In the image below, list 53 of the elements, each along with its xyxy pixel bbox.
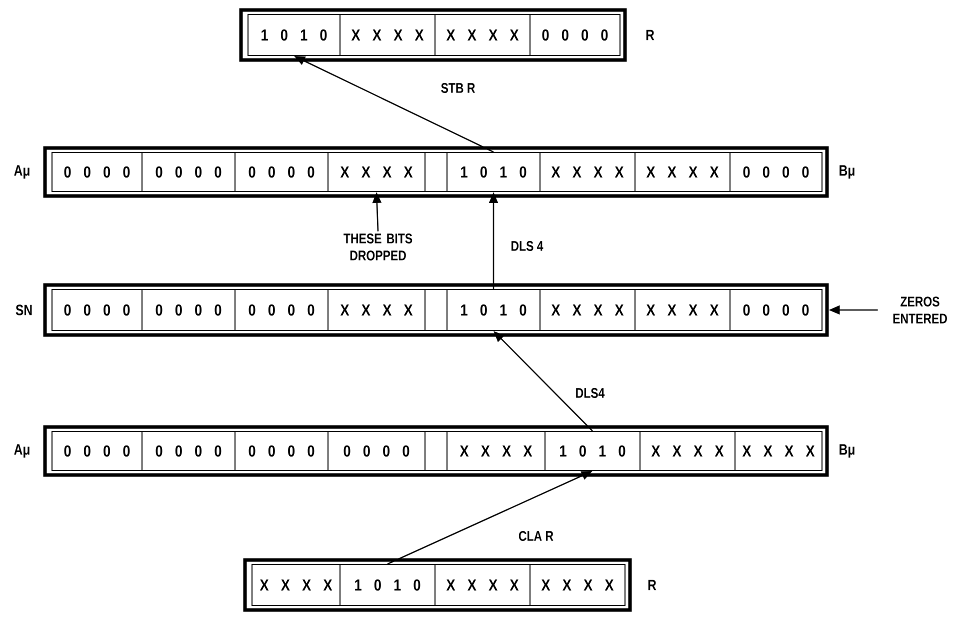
register-cell: X X X X — [540, 152, 636, 192]
register-cell: X X X X — [540, 289, 636, 331]
register-cell: X X X X — [340, 14, 436, 56]
register-cell: 0 0 0 0 — [52, 289, 142, 331]
register-label: Aμ — [14, 165, 30, 179]
register-cell: 0 0 0 0 — [234, 430, 328, 471]
empty-cell — [424, 289, 448, 331]
register-box — [43, 283, 829, 337]
note-text: ZEROS ENTERED — [893, 296, 947, 324]
register-cell: 0 0 0 0 — [234, 289, 328, 331]
register-label: SN — [16, 304, 32, 316]
edge-label: DLS 4 — [508, 239, 546, 253]
register-box — [239, 8, 627, 62]
register-cell: X X X X — [252, 564, 340, 606]
register-cell: X X X X — [634, 289, 730, 331]
register-cell: X X X X — [434, 14, 530, 56]
register-box — [243, 558, 632, 612]
register-cell: 0 0 0 0 — [52, 430, 142, 471]
register-cell: 1 0 1 0 — [340, 564, 436, 606]
register-box — [43, 146, 829, 198]
register-cell: 1 0 1 0 — [544, 430, 640, 471]
register-cell: 0 0 0 0 — [530, 14, 620, 56]
register-cell: X X X X — [434, 564, 530, 606]
register-cell: 0 0 0 0 — [730, 289, 822, 331]
register-cell: 0 0 0 0 — [142, 430, 236, 471]
register-cell: 0 0 0 0 — [234, 152, 328, 192]
register-cell: 1 0 1 0 — [446, 289, 540, 331]
register-label: Bμ — [840, 444, 854, 458]
empty-cell — [424, 152, 448, 192]
register-cell: 0 0 0 0 — [142, 289, 236, 331]
register-cell: X X X X — [328, 289, 426, 331]
register-cell: X X X X — [634, 152, 730, 192]
register-box — [43, 425, 829, 477]
register-label: R — [648, 580, 656, 590]
edge-label: CLA R — [516, 529, 556, 543]
register-cell: 0 0 0 0 — [730, 152, 822, 192]
note-text: THESE BITS DROPPED — [344, 234, 412, 260]
register-cell: 0 0 0 0 — [328, 430, 426, 471]
edge-label: STB R — [438, 81, 478, 95]
register-cell: X X X X — [640, 430, 736, 471]
register-cell: X X X X — [530, 564, 626, 606]
register-cell: 0 0 0 0 — [52, 152, 142, 192]
register-label: R — [646, 30, 654, 40]
register-cell: X X X X — [446, 430, 546, 471]
register-cell: 1 0 1 0 — [446, 152, 540, 192]
edge-label: DLS4 — [573, 386, 607, 400]
register-cell: X X X X — [328, 152, 426, 192]
register-cell: 0 0 0 0 — [142, 152, 236, 192]
register-cell: 1 0 1 0 — [248, 14, 340, 56]
empty-cell — [424, 430, 448, 471]
register-label: Bμ — [840, 165, 854, 179]
register-cell: X X X X — [734, 430, 822, 471]
register-label: Aμ — [14, 444, 30, 458]
